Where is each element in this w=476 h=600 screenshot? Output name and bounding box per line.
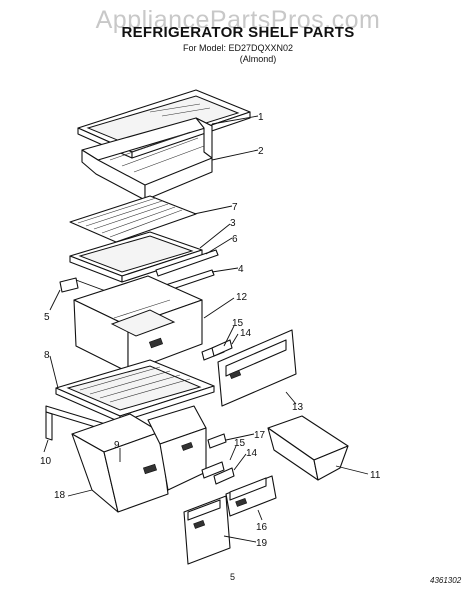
- part-rail-upper[interactable]: [155, 249, 219, 277]
- callout-4: 4: [238, 264, 244, 275]
- callout-10: 10: [40, 456, 52, 467]
- part-crisper-front-upper[interactable]: [217, 329, 297, 407]
- callout-12: 12: [236, 292, 248, 303]
- callout-7: 7: [232, 202, 238, 213]
- part-door-bin[interactable]: [267, 415, 349, 481]
- callout-6: 6: [232, 234, 238, 245]
- part-deli-front-right[interactable]: [225, 475, 277, 517]
- part-bracket-lower[interactable]: [201, 433, 235, 485]
- callout-15-upper: 15: [232, 318, 244, 329]
- document-reference: 4361302: [430, 576, 462, 585]
- callout-8: 8: [44, 350, 50, 361]
- callout-11: 11: [370, 470, 381, 481]
- part-deli-front-left[interactable]: [183, 495, 231, 565]
- callout-19: 19: [256, 538, 268, 549]
- part-glass-shelf-lower[interactable]: [55, 359, 215, 423]
- callout-3: 3: [230, 218, 236, 229]
- callout-13: 13: [292, 402, 304, 413]
- color-label: (Almond): [239, 54, 277, 64]
- part-crisper-pan[interactable]: [73, 275, 203, 373]
- diagram-title: REFRIGERATOR SHELF PARTS: [121, 24, 355, 41]
- page-number: 5: [230, 572, 236, 582]
- part-deli-bin-right[interactable]: [147, 405, 207, 491]
- callout-14-lower: 14: [246, 448, 258, 459]
- leader-lines: [43, 115, 369, 543]
- callout-14-upper: 14: [240, 328, 252, 339]
- part-bracket-upper[interactable]: [201, 339, 233, 361]
- callout-5: 5: [44, 312, 50, 323]
- watermark: AppliancePartsPros.com: [95, 6, 381, 34]
- callout-17: 17: [254, 430, 266, 441]
- callout-15-lower: 15: [234, 438, 246, 449]
- part-cover-frame[interactable]: [69, 231, 203, 283]
- callout-16: 16: [256, 522, 268, 533]
- callout-9: 9: [114, 440, 120, 451]
- model-label: For Model: ED27DQXXN02: [182, 43, 294, 53]
- callout-labels: 1 2 7 3 6 4 5 12 15 14 8 13 10 9 17 15 1…: [40, 112, 381, 549]
- callout-1: 1: [258, 112, 264, 123]
- part-crisper-cover-frame[interactable]: [81, 117, 213, 201]
- callout-18: 18: [54, 490, 66, 501]
- callout-2: 2: [258, 146, 264, 157]
- part-shelf-insert[interactable]: [69, 195, 197, 243]
